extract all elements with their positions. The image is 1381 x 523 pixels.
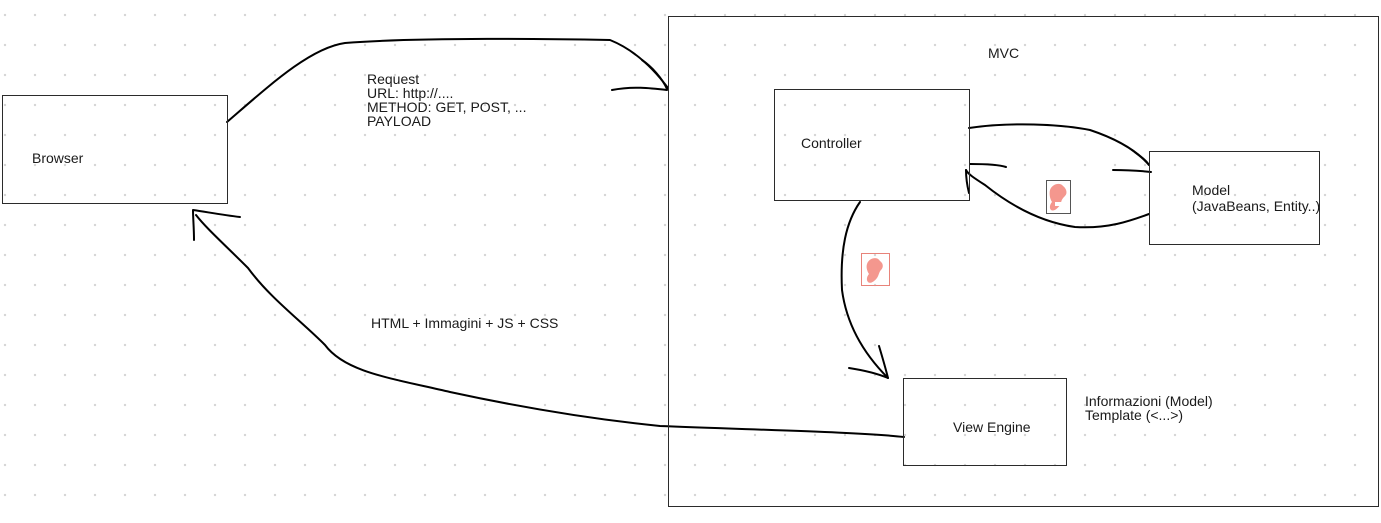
model-box[interactable] <box>1149 151 1320 245</box>
request-title: Request <box>367 71 420 87</box>
controller-to-view-arrowhead <box>848 345 889 379</box>
salmon-marker-icon[interactable] <box>1046 180 1071 214</box>
model-label: Model <box>1192 182 1231 198</box>
view-info-annotation: Informazioni (Model) Template (<...>) <box>1085 394 1213 422</box>
controller-to-model-arrowhead <box>1112 149 1152 173</box>
request-method: METHOD: GET, POST, ... <box>367 99 527 115</box>
request-payload: PAYLOAD <box>367 113 432 129</box>
browser-label: Browser <box>32 150 84 166</box>
controller-box[interactable] <box>774 89 970 201</box>
view-engine-box[interactable] <box>903 378 1067 466</box>
mvc-box[interactable] <box>668 16 1379 507</box>
controller-label: Controller <box>801 135 862 151</box>
view-info-template: Template (<...>) <box>1085 407 1184 423</box>
response-arrowhead <box>192 209 241 241</box>
view-info-model: Informazioni (Model) <box>1085 393 1213 409</box>
request-arrow <box>226 37 669 123</box>
mvc-label: MVC <box>988 45 1020 61</box>
controller-to-view-arrow <box>840 201 889 379</box>
request-arrowhead <box>611 59 668 91</box>
request-annotation: Request URL: http://.... METHOD: GET, PO… <box>367 72 526 128</box>
model-sublabel: (JavaBeans, Entity..) <box>1192 198 1321 214</box>
request-url: URL: http://.... <box>367 85 454 101</box>
response-annotation: HTML + Immagini + JS + CSS <box>371 315 559 331</box>
browser-box[interactable] <box>2 95 228 204</box>
view-engine-label: View Engine <box>953 419 1031 435</box>
model-to-controller-arrow <box>965 169 1150 229</box>
salmon-marker-icon[interactable] <box>861 253 890 286</box>
model-to-controller-arrowhead <box>965 163 1007 194</box>
response-arrow <box>195 214 905 438</box>
